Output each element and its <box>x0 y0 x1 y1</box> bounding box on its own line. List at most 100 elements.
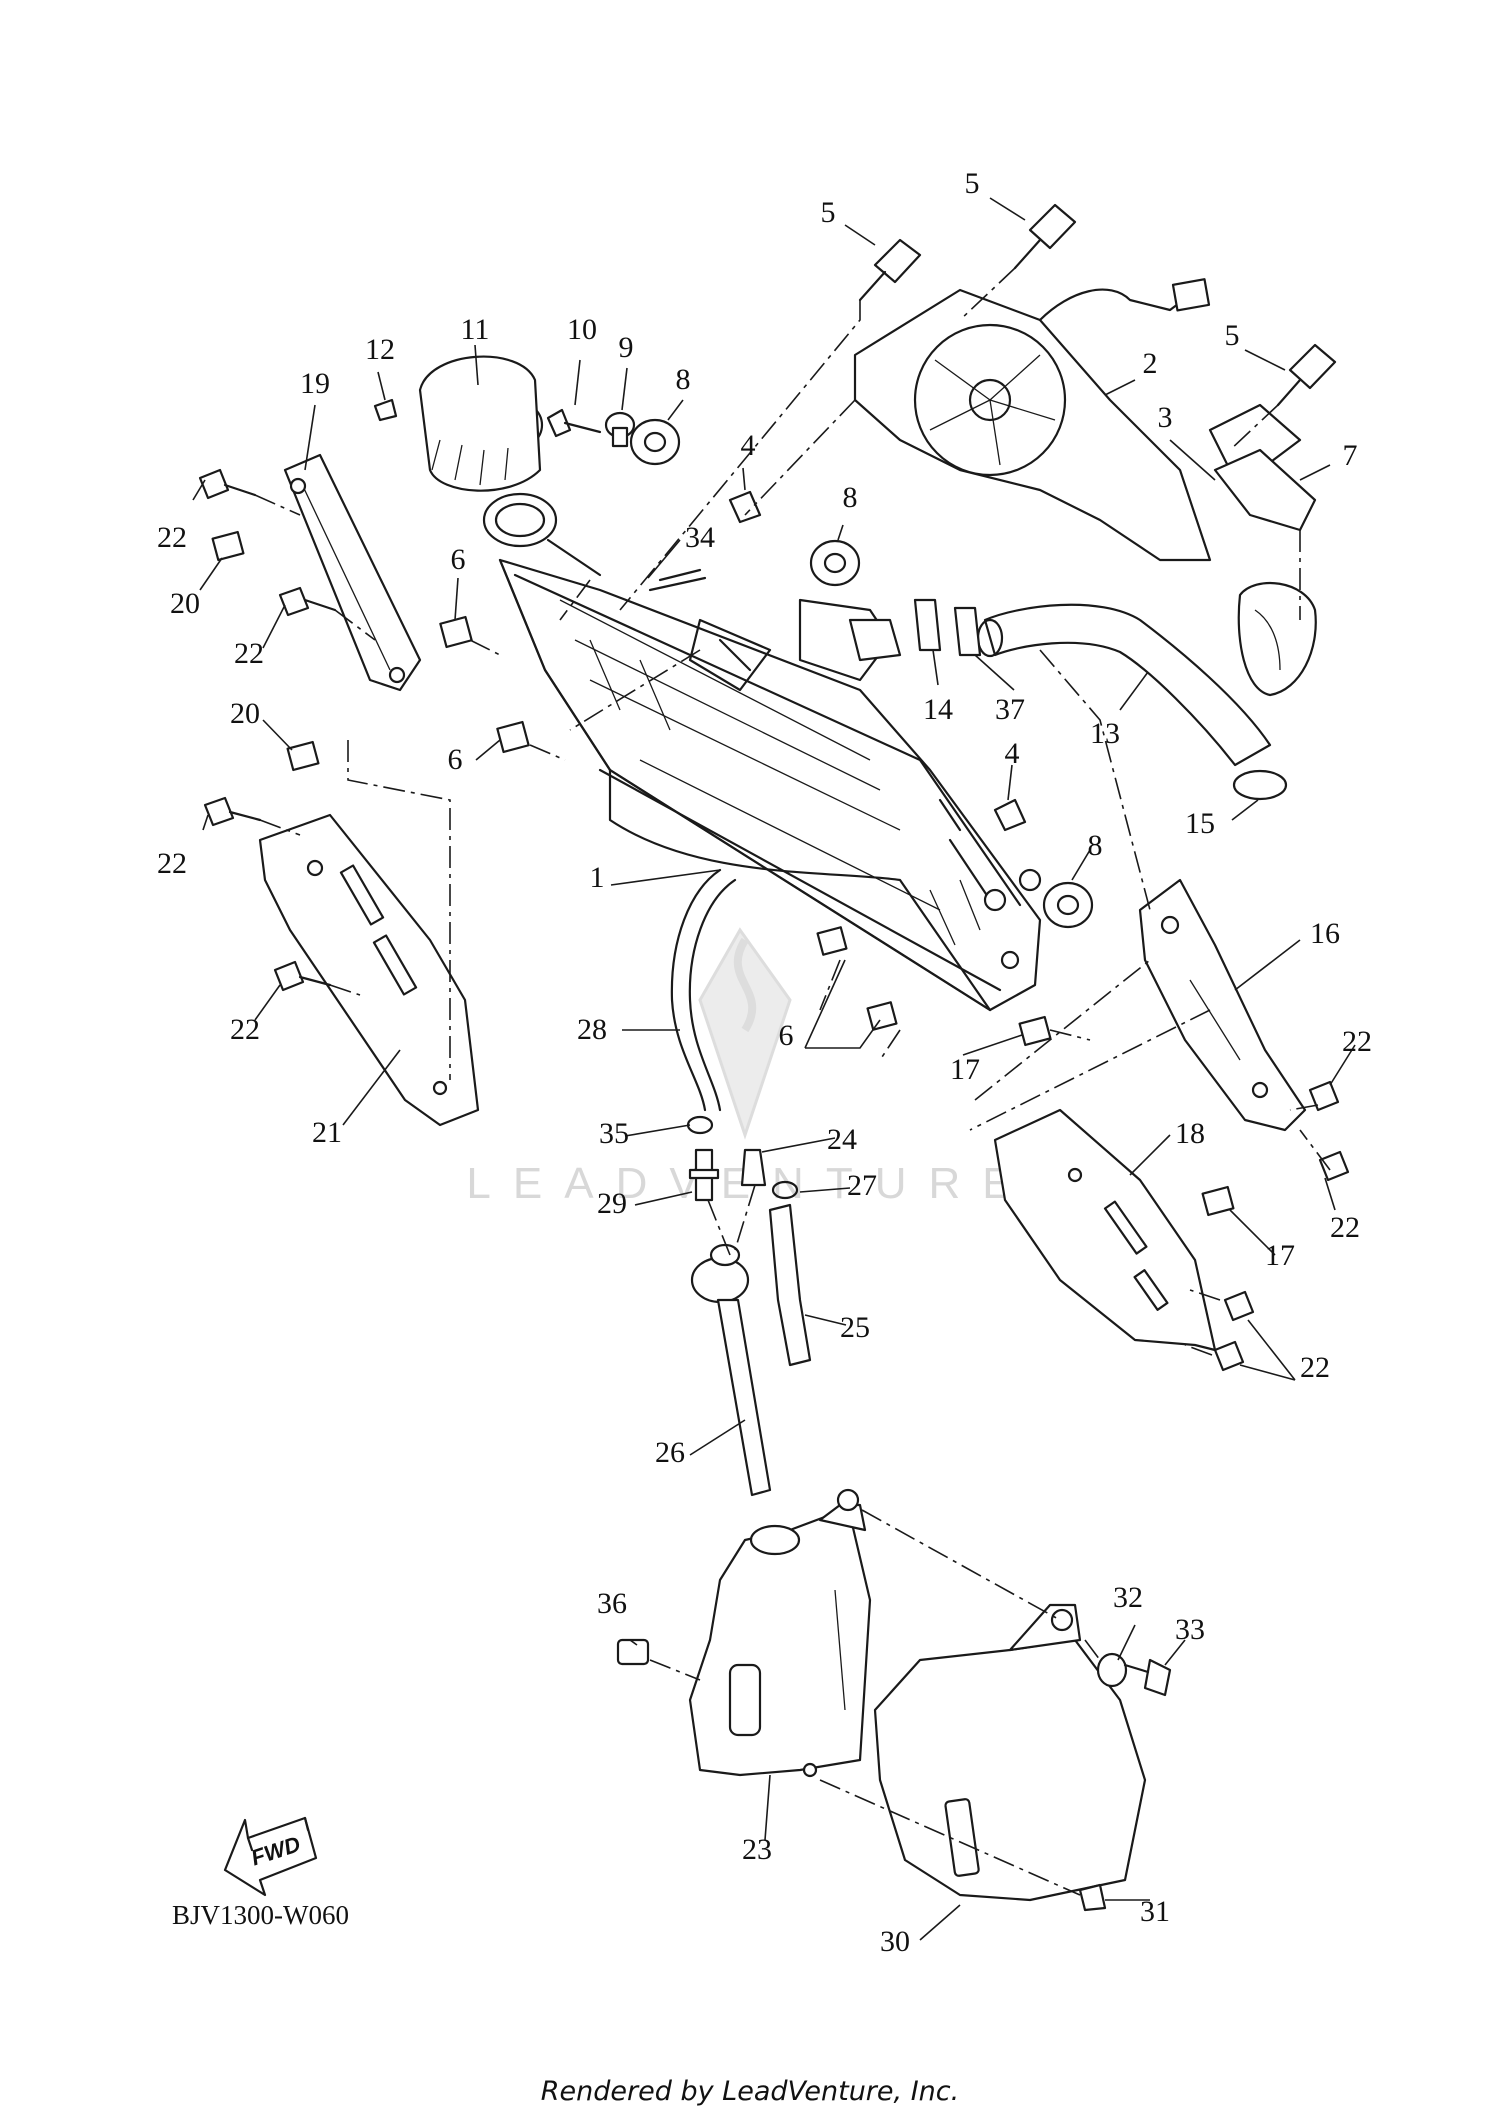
callout-11: 11 <box>461 313 490 346</box>
nut-6a <box>439 615 473 649</box>
overflow-hose-28 <box>670 868 737 1112</box>
callout-22d: 22 <box>1342 1025 1372 1058</box>
radiator-cap <box>418 355 602 577</box>
watermark-text: LEADVENTURE <box>466 1159 1033 1208</box>
bolt-22b <box>278 586 337 617</box>
hose-clip-37 <box>953 606 982 657</box>
callout-5a: 5 <box>821 196 836 229</box>
outlet-pipe <box>848 618 902 662</box>
callout-27: 27 <box>847 1169 877 1202</box>
callout-6c: 6 <box>779 1019 794 1052</box>
fitting-29 <box>688 1148 720 1202</box>
bolt-10 <box>546 408 602 438</box>
nut-17b <box>1201 1185 1235 1217</box>
nut-20b <box>286 740 320 772</box>
callout-17b: 17 <box>1265 1239 1295 1272</box>
grommet-8a <box>629 418 681 466</box>
nut-6c <box>816 926 898 1031</box>
callout-29: 29 <box>597 1187 627 1220</box>
callout-6a: 6 <box>451 543 466 576</box>
clip-4b <box>993 798 1027 832</box>
washer-32 <box>1096 1652 1128 1688</box>
callout-6b: 6 <box>448 743 463 776</box>
bolt-22g <box>1213 1290 1255 1372</box>
hose-25 <box>768 1203 812 1367</box>
callout-22a: 22 <box>157 521 187 554</box>
bolt-22f <box>1318 1150 1350 1182</box>
bolt-22d <box>273 960 332 992</box>
callout-5c: 5 <box>1225 319 1240 352</box>
callout-26: 26 <box>655 1436 685 1469</box>
footer-credit: Rendered by LeadVenture, Inc. <box>540 2076 960 2107</box>
leader-lines <box>192 197 1356 1941</box>
bracket-19 <box>283 453 422 692</box>
nut-17a <box>1018 1015 1052 1047</box>
callout-4a: 4 <box>741 429 756 462</box>
callout-16: 16 <box>1310 917 1340 950</box>
callout-5b: 5 <box>965 167 980 200</box>
bolt-5c <box>1276 343 1337 407</box>
clip-35 <box>686 1115 714 1135</box>
coolant-reservoir <box>688 1488 872 1778</box>
callout-25: 25 <box>840 1311 870 1344</box>
bolt-33 <box>1123 1658 1172 1697</box>
tube-34 <box>648 568 707 592</box>
fwd-arrow: FWD <box>223 1816 318 1897</box>
callout-33: 33 <box>1175 1613 1205 1646</box>
hose-clamp <box>1232 769 1288 801</box>
callout-31: 31 <box>1140 1895 1170 1928</box>
callout-35: 35 <box>599 1117 629 1150</box>
bolt-5b <box>1013 203 1077 270</box>
callout-9: 9 <box>619 331 634 364</box>
side-cover-18 <box>993 1108 1217 1352</box>
callout-1: 1 <box>590 861 605 894</box>
bolt-5a <box>858 238 922 302</box>
reservoir-cap-hose-26 <box>690 1243 772 1497</box>
nut-6b <box>496 720 530 754</box>
callout-8a: 8 <box>676 363 691 396</box>
callout-22f: 22 <box>1330 1211 1360 1244</box>
callout-22g: 22 <box>1300 1351 1330 1384</box>
callout-12: 12 <box>365 333 395 366</box>
fan-cover <box>1237 581 1317 697</box>
diagram-code: BJV1300-W060 <box>172 1900 349 1930</box>
bolt-12 <box>373 398 398 422</box>
callout-22e: 22 <box>230 1013 260 1046</box>
callout-22b: 22 <box>234 637 264 670</box>
radiator-hose <box>976 603 1272 767</box>
callout-28: 28 <box>577 1013 607 1046</box>
reservoir-cover <box>873 1603 1147 1902</box>
callout-14: 14 <box>923 693 953 726</box>
side-cover-21 <box>258 813 480 1127</box>
bracket-16 <box>1138 878 1307 1132</box>
callout-19: 19 <box>300 367 330 400</box>
callout-7: 7 <box>1343 439 1358 472</box>
assembly-lines <box>254 267 1331 1896</box>
bolt-22a <box>198 468 257 500</box>
callout-24: 24 <box>827 1123 857 1156</box>
watermark: LEADVENTURE <box>466 927 1033 1208</box>
cooling-fan <box>853 278 1302 562</box>
callout-21: 21 <box>312 1116 342 1149</box>
bolt-22c <box>203 796 262 827</box>
callout-13: 13 <box>1090 717 1120 750</box>
callout-32: 32 <box>1113 1581 1143 1614</box>
radiator <box>498 558 1042 1012</box>
callout-22c: 22 <box>157 847 187 880</box>
callout-3: 3 <box>1158 401 1173 434</box>
callout-10: 10 <box>567 313 597 346</box>
callout-23: 23 <box>742 1833 772 1866</box>
screw-31 <box>1078 1883 1107 1912</box>
washer-9 <box>604 411 636 448</box>
callout-8c: 8 <box>1088 829 1103 862</box>
fitting-24 <box>740 1148 767 1187</box>
hose-clip-14 <box>913 598 942 652</box>
callout-4b: 4 <box>1005 737 1020 770</box>
bolt-22e <box>1308 1080 1340 1112</box>
callout-37: 37 <box>995 693 1025 726</box>
grommet-8b <box>809 539 861 587</box>
nut-20a <box>211 530 245 562</box>
clip-27 <box>771 1180 799 1200</box>
clip-4a <box>728 490 762 524</box>
